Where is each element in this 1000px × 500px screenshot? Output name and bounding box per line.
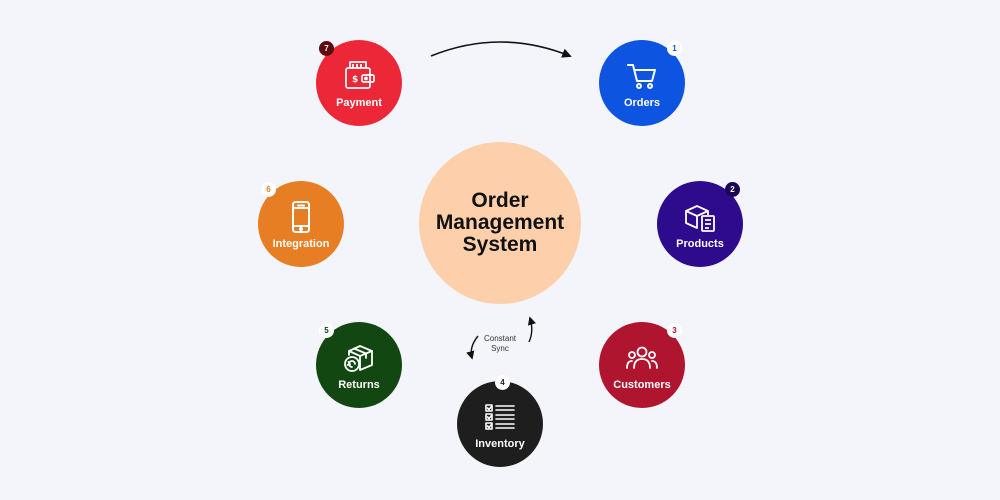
node-customers: 3 Customers [599,322,685,408]
sync-label-line-1: Constant [483,334,517,343]
hub-title-line-2: Management [435,211,565,234]
node-label: Products [676,238,724,250]
node-number-badge: 6 [261,182,276,197]
node-number-badge: 2 [725,182,740,197]
node-label: Returns [338,379,380,391]
constant-sync-label: Constant Sync [474,334,526,354]
package-checklist-icon [683,200,717,234]
checklist-icon [483,400,517,434]
node-label: Customers [613,379,671,391]
hub-title-line-1: Order [471,189,529,212]
node-orders: 1 Orders [599,40,685,126]
node-returns: 5 Returns [316,322,402,408]
order-management-system-hub: Order Management System [419,142,581,304]
node-label: Payment [336,97,382,109]
node-number-badge: 4 [495,375,510,390]
node-label: Inventory [475,438,525,450]
node-label: Orders [623,97,661,109]
node-number-badge: 1 [667,41,682,56]
node-payment: 7 $ Payment [316,40,402,126]
svg-text:$: $ [352,75,358,85]
hub-title-line-3: System [462,233,538,256]
sync-arrow-up [527,316,536,343]
sync-label-line-2: Sync [491,344,509,353]
node-number-badge: 3 [667,323,682,338]
node-number-badge: 5 [319,323,334,338]
node-products: 2 Products [657,181,743,267]
return-box-icon [342,341,376,375]
node-label: Integration [272,238,330,250]
wallet-cash-icon: $ [342,59,376,93]
customers-group-icon [625,341,659,375]
sync-arrow-down [466,335,479,360]
node-inventory: 4 Inventory [457,375,543,467]
node-number-badge: 7 [319,41,334,56]
node-integration: 6 Integration [258,181,344,267]
smartphone-icon [284,200,318,234]
payment-to-orders-arrow [430,41,572,58]
shopping-cart-icon [625,59,659,93]
